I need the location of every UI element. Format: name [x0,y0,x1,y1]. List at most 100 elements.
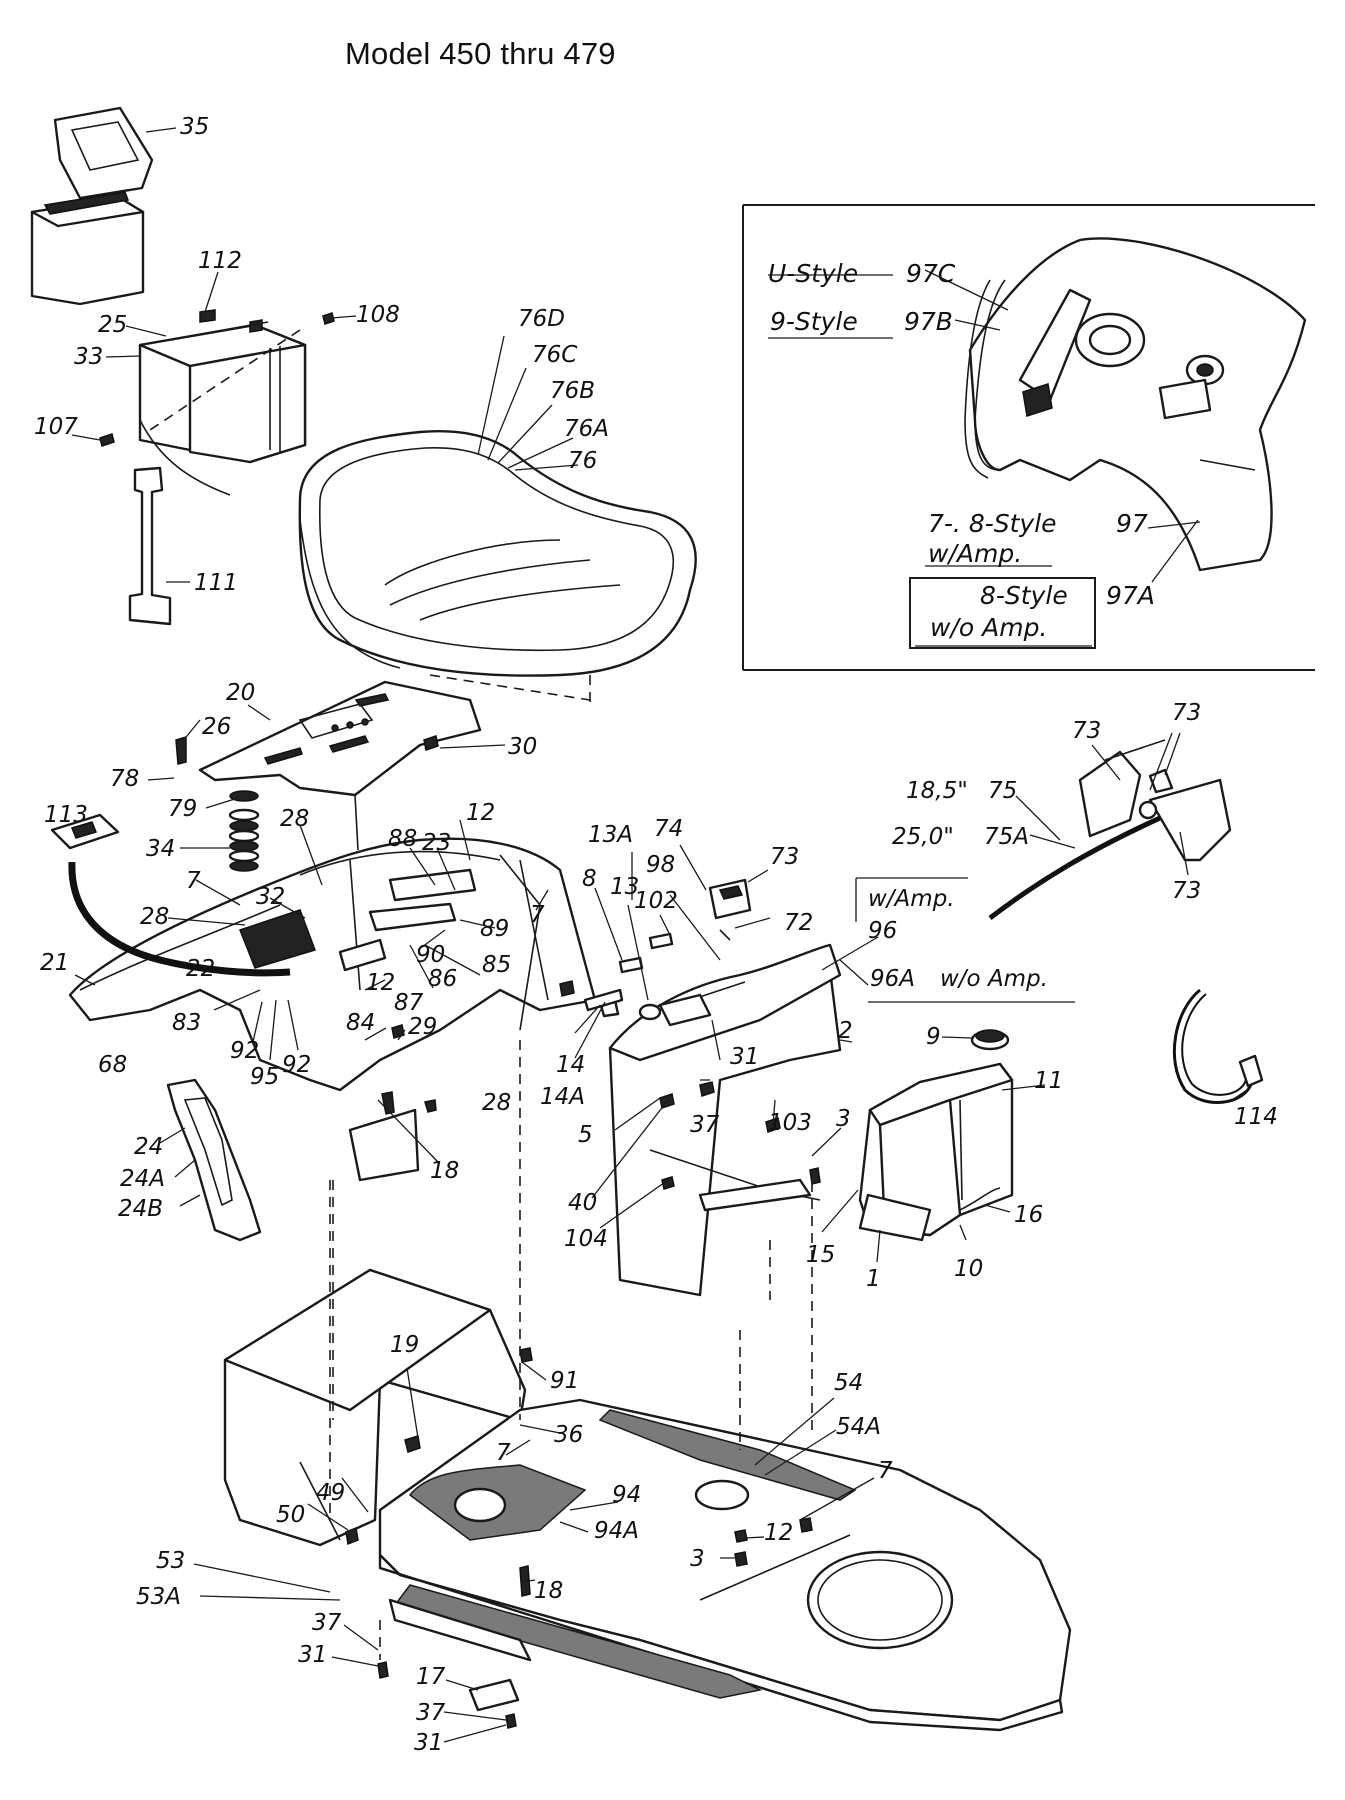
callout-28-c: 28 [482,1090,511,1116]
callout-30: 30 [508,734,537,760]
callout-91: 91 [550,1368,579,1394]
callout-24: 24 [134,1134,163,1160]
callout-31-a: 31 [730,1044,759,1070]
callout-87: 87 [394,990,424,1016]
rear-fender [68,837,597,1092]
callout-29: 29 [408,1014,437,1040]
callout-34: 34 [146,836,175,862]
callout-5: 5 [578,1122,593,1148]
inset-callout-97C: 97C [906,259,956,288]
callout-7-a: 7 [186,868,201,894]
callout-113: 113 [44,802,88,828]
callout-28-b: 28 [140,904,169,930]
callout-10: 10 [954,1256,983,1282]
callout-79: 79 [168,796,197,822]
callout-95: 95 [250,1064,279,1090]
page-title: Model 450 thru 479 [345,36,616,71]
callout-53: 53 [156,1548,185,1574]
callout-8: 8 [582,866,597,892]
callout-114: 114 [1234,1104,1278,1130]
callout-35: 35 [180,114,209,140]
seat [298,430,697,677]
callout-24A: 24A [120,1166,165,1192]
callout-76: 76 [568,448,597,474]
callout-7-d: 7 [878,1458,893,1484]
callout-96: 96 [868,918,897,944]
callout-40: 40 [568,1190,597,1216]
leader-lines [71,127,1251,1743]
inset-labels: U-Style 97C 9-Style 97B 7-. 8-Style w/Am… [768,259,1155,642]
callout-103: 103 [768,1110,812,1136]
callout-12-a: 12 [466,800,495,826]
w-amp-note: w/Amp. [868,886,955,912]
callout-15: 15 [806,1242,835,1268]
callout-37-a: 37 [690,1112,720,1138]
callout-18-b: 18 [534,1578,563,1604]
callout-76D: 76D [518,306,565,332]
callout-104: 104 [564,1226,608,1252]
callout-24B: 24B [118,1196,163,1222]
callout-22: 22 [186,956,215,982]
fender-support [166,1078,262,1242]
callout-13A: 13A [588,822,633,848]
callout-20: 20 [226,680,255,706]
callout-54: 54 [834,1370,863,1396]
callout-76C: 76C [532,342,577,368]
callout-32: 32 [256,884,285,910]
callout-73-a: 73 [770,844,799,870]
dash-variant-inset [742,204,1315,671]
callout-2: 2 [838,1018,853,1044]
battery [138,309,307,464]
callout-21: 21 [40,950,69,976]
callout-72: 72 [784,910,813,936]
callout-76B: 76B [550,378,595,404]
callout-84: 84 [346,1010,375,1036]
callout-90: 90 [416,942,445,968]
callout-102: 102 [634,888,678,914]
callout-88: 88 [388,826,417,852]
callout-37-b: 37 [312,1610,342,1636]
callout-73-d: 73 [1172,878,1201,904]
inset-u-style: U-Style [768,259,858,288]
callout-98: 98 [646,852,675,878]
battery-box [30,106,154,306]
callout-18-a: 18 [430,1158,459,1184]
callout-92-b: 92 [282,1052,311,1078]
callout-94: 94 [612,1482,641,1508]
fuel-tank [858,1029,1014,1242]
inset-8-style: 8-Style [980,581,1068,610]
callout-68: 68 [98,1052,127,1078]
callout-3-b: 3 [690,1546,705,1572]
callout-73-c: 73 [1172,700,1201,726]
inset-callout-97B: 97B [904,307,953,336]
seat-bracket [198,680,482,797]
callout-73-b: 73 [1072,718,1101,744]
callout-83: 83 [172,1010,201,1036]
callout-85: 85 [482,952,511,978]
callout-31-b: 31 [298,1642,327,1668]
callout-28-a: 28 [280,806,309,832]
callout-33: 33 [74,344,103,370]
callout-75A: 75A [984,824,1029,850]
callout-7-c: 7 [496,1440,511,1466]
callout-76A: 76A [564,416,609,442]
callout-19: 19 [390,1332,419,1358]
seat-spring [228,790,260,872]
callout-14A: 14A [540,1084,585,1110]
callout-labels: 35 112 108 25 33 107 111 76D 76C 76B 76A… [34,114,1278,1756]
callout-12-b: 12 [366,970,395,996]
callout-13: 13 [610,874,639,900]
callout-25: 25 [98,312,127,338]
inset-wo-amp: w/o Amp. [930,613,1047,642]
callout-112: 112 [198,248,242,274]
callout-50: 50 [276,1502,305,1528]
inset-callout-97: 97 [1116,509,1148,538]
callout-54A: 54A [836,1414,881,1440]
callout-53A: 53A [136,1584,181,1610]
callout-89: 89 [480,916,509,942]
callout-37-c: 37 [416,1700,446,1726]
callout-11: 11 [1034,1068,1063,1094]
callout-17: 17 [416,1664,446,1690]
battery-strap [128,466,172,626]
